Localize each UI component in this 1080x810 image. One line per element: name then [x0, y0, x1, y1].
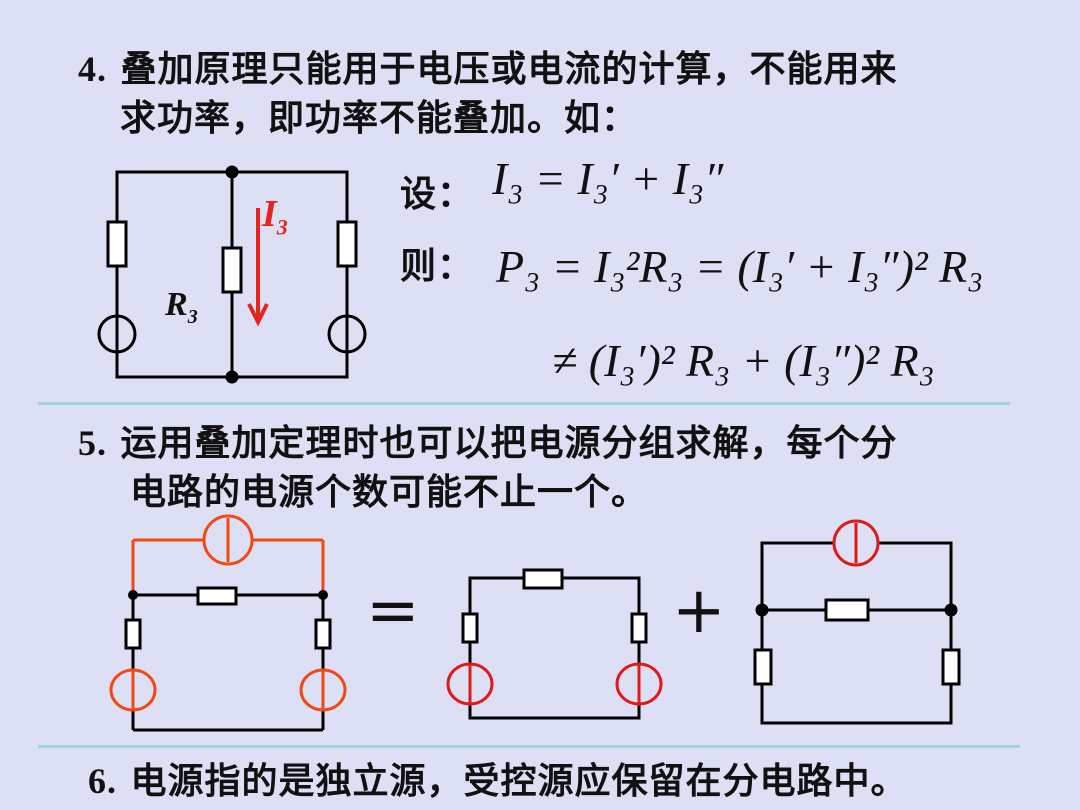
point4-line1: 4. 叠加原理只能用于电压或电流的计算，不能用来 — [78, 46, 898, 93]
point5-text-1: 运用叠加定理时也可以把电源分组求解，每个分 — [120, 423, 898, 464]
circuit-2-node-right — [318, 590, 328, 600]
circuit-1-middle-resistor — [221, 246, 243, 294]
equation-not-equal: ≠ (I₃′)² R₃ + (I₃″)² R₃ — [552, 335, 935, 386]
current-arrow — [247, 208, 269, 327]
then-label: 则： — [400, 246, 475, 287]
current-label-sub: 3 — [276, 214, 288, 240]
circuit-2-left-resistor — [124, 618, 142, 650]
divider-bottom — [38, 745, 1020, 748]
circuit-4-left-resistor — [753, 648, 773, 686]
circuit-4-node-left — [755, 603, 769, 617]
circuit-4-right-resistor — [941, 648, 961, 686]
equation-power: P₃ = I₃²R₃ = (I₃′ + I₃″)² R₃ — [496, 241, 984, 292]
current-label-main: I — [262, 193, 277, 235]
point5-number: 5. — [78, 423, 107, 463]
equation-current-sum: I₃ = I₃′ + I₃″ — [492, 153, 724, 204]
current-label: I3 — [262, 192, 288, 241]
circuit-1-node-bottom — [225, 370, 239, 384]
circuit-3-top-resistor — [522, 568, 564, 590]
equals-operator: = — [366, 574, 421, 648]
plus-operator: + — [672, 574, 727, 648]
point5-line1: 5. 运用叠加定理时也可以把电源分组求解，每个分 — [78, 420, 898, 467]
circuit-2 — [109, 514, 347, 732]
point6-number: 6. — [88, 761, 117, 801]
point4-line2: 求功率，即功率不能叠加。如： — [120, 98, 639, 139]
circuit-1-right-resistor — [336, 220, 358, 268]
circuit-4-outer-wire — [760, 541, 953, 725]
circuit-2-node-left — [128, 590, 138, 600]
resistor-label: R3 — [165, 286, 198, 329]
point4-text-1: 叠加原理只能用于电压或电流的计算，不能用来 — [120, 49, 898, 90]
circuit-2-right-resistor — [314, 618, 332, 650]
circuit-3-loop — [468, 576, 641, 720]
point6-text: 电源指的是独立源，受控源应保留在分电路中。 — [130, 761, 908, 802]
circuit-3-left-resistor — [461, 612, 479, 644]
point4-number: 4. — [78, 49, 107, 89]
circuit-2-middle-resistor — [196, 586, 238, 606]
resistor-label-main: R — [165, 286, 188, 323]
circuit-1 — [97, 165, 367, 384]
point5-line2: 电路的电源个数可能不止一个。 — [130, 472, 649, 513]
circuit-4 — [753, 519, 961, 725]
circuit-3-right-resistor — [630, 612, 648, 644]
set-label: 设： — [400, 174, 475, 215]
resistor-label-sub: 3 — [187, 305, 198, 328]
circuit-3 — [446, 568, 663, 720]
point6-line: 6. 电源指的是独立源，受控源应保留在分电路中。 — [88, 758, 908, 805]
circuit-1-left-resistor — [106, 220, 128, 268]
circuit-4-middle-resistor — [824, 598, 870, 622]
divider-top — [38, 402, 1010, 405]
circuit-1-node-top — [225, 165, 239, 179]
circuit-4-node-right — [944, 603, 958, 617]
